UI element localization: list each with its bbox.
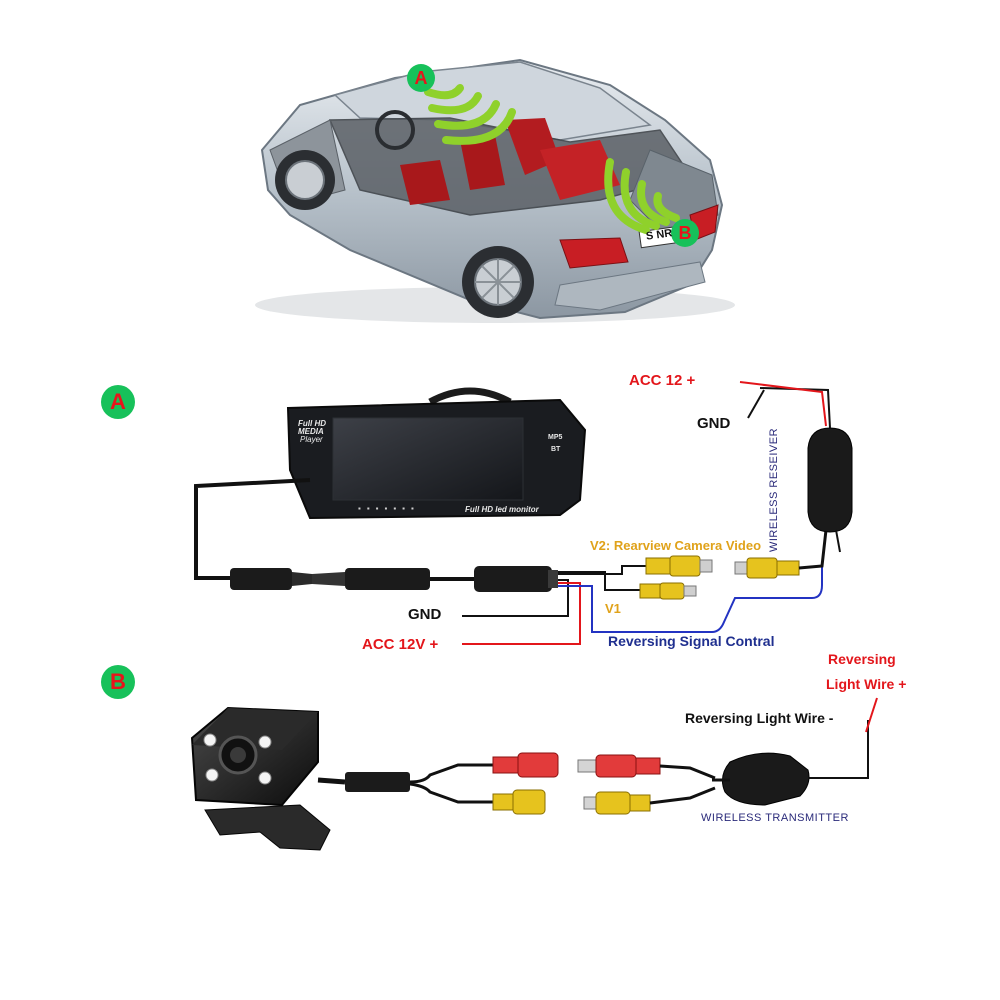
car-marker-b: B xyxy=(671,219,699,247)
signal-waves-front-icon xyxy=(424,84,516,145)
monitor-brand-line2: MEDIA xyxy=(298,427,324,436)
gnd-label: GND xyxy=(408,606,442,623)
signal-waves-rear-icon xyxy=(604,158,680,234)
acc12v-label: ACC 12V + xyxy=(362,636,439,653)
rca-transmitter-red-connector xyxy=(577,754,661,778)
monitor-brand-line3: Player xyxy=(300,435,323,444)
monitor-side-text-mp5: MP5 xyxy=(548,434,563,441)
monitor-button-row: ▪▪▪▪▪▪▪ xyxy=(358,504,420,513)
monitor-side-text-bt: BT xyxy=(551,446,561,453)
v1-label: V1 xyxy=(605,601,621,616)
acc12-top-label: ACC 12 + xyxy=(629,372,696,389)
section-a-wiring xyxy=(194,381,853,645)
rca-camera-yellow-connector xyxy=(492,789,546,815)
reversing-light-minus-label: Reversing Light Wire - xyxy=(685,710,834,726)
section-b-wiring xyxy=(190,697,878,851)
section-b-badge: B xyxy=(101,665,135,699)
rca-transmitter-yellow-connector xyxy=(583,791,651,815)
car-cutaway-illustration xyxy=(255,58,735,323)
monitor-brand-line1: Full HD xyxy=(298,419,326,428)
rca-camera-red-connector xyxy=(492,752,559,778)
reversing-light-plus-label-line2: Light Wire + xyxy=(826,676,907,692)
rca-v2-connector xyxy=(645,555,713,577)
rca-v1-connector xyxy=(639,582,697,600)
rca-receiver-connector xyxy=(734,557,800,579)
reversing-signal-label: Reversing Signal Contral xyxy=(608,633,775,649)
wireless-transmitter-label: WIRELESS TRANSMITTER xyxy=(701,812,849,824)
wireless-receiver-label: WIRELESS RESEIVER xyxy=(768,427,781,553)
v2-rearview-video-label: V2: Rearview Camera Video xyxy=(590,538,762,553)
car-marker-a: A xyxy=(407,64,435,92)
reversing-light-plus-label-line1: Reversing xyxy=(828,651,896,667)
monitor-bottom-text: Full HD led monitor xyxy=(465,505,539,514)
section-a-badge: A xyxy=(101,385,135,419)
gnd-top-label: GND xyxy=(697,415,731,432)
